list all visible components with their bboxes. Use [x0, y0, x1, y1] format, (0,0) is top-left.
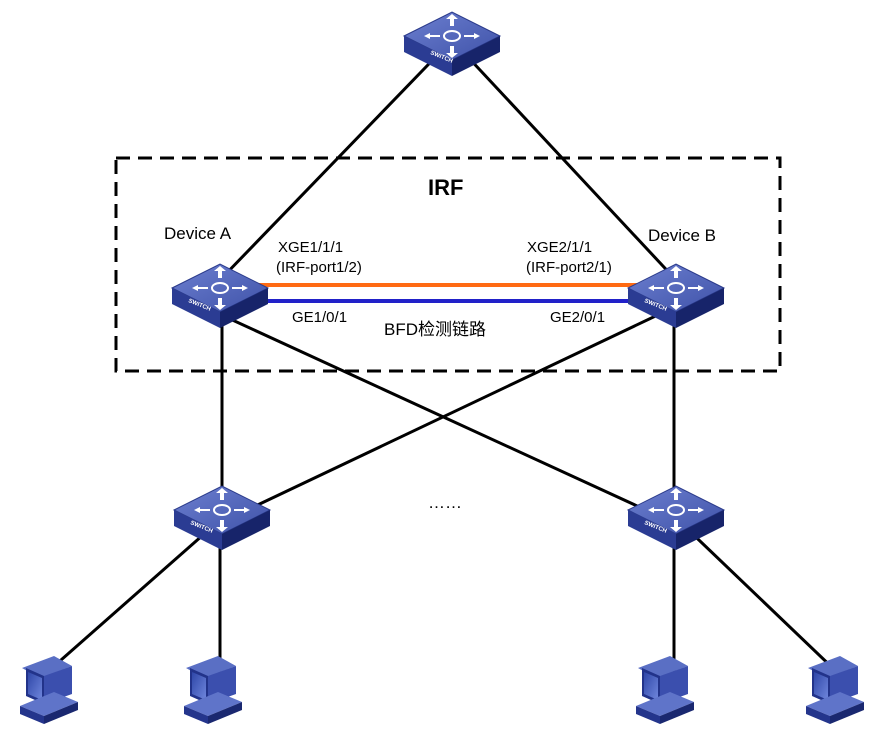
switch-icon — [627, 485, 725, 551]
host-3 — [636, 656, 694, 724]
computer-icon — [184, 656, 242, 724]
computer-icon — [636, 656, 694, 724]
device-a-bfd-port: GE1/0/1 — [292, 309, 348, 326]
device-a-name: Device A — [164, 224, 232, 243]
host-1 — [20, 656, 78, 724]
ellipsis: …… — [428, 493, 462, 512]
uplink-a — [218, 38, 454, 282]
host-4 — [806, 656, 864, 724]
uplink-b — [450, 38, 678, 282]
access-switch-right: SWITCH — [627, 485, 725, 551]
cross-b-left — [225, 310, 665, 522]
switch-icon — [171, 263, 269, 329]
bfd-link-label: BFD检测链路 — [384, 320, 486, 339]
device-b-xge-port: XGE2/1/1 — [527, 239, 593, 256]
device-a-irf-port: (IRF-port1/2) — [276, 259, 362, 276]
computer-icon — [20, 656, 78, 724]
switch-icon — [173, 485, 271, 551]
access-switch-left: SWITCH — [173, 485, 271, 551]
computer-icon — [806, 656, 864, 724]
device-b-bfd-port: GE2/0/1 — [550, 309, 606, 326]
device-a-switch: SWITCH — [171, 263, 269, 329]
irf-frame — [114, 156, 782, 373]
cables — [43, 38, 842, 677]
host-2 — [184, 656, 242, 724]
irf-title: IRF — [428, 175, 464, 200]
device-a-xge-port: XGE1/1/1 — [278, 239, 344, 256]
switch-icon — [403, 11, 501, 77]
host1-cable — [43, 518, 221, 677]
switch-icon — [627, 263, 725, 329]
device-b-irf-port: (IRF-port2/1) — [526, 259, 612, 276]
device-b-switch: SWITCH — [627, 263, 725, 329]
host4-cable — [676, 518, 842, 677]
device-b-name: Device B — [648, 226, 717, 245]
core-switch: SWITCH — [403, 11, 501, 77]
cross-a-right — [227, 316, 673, 524]
